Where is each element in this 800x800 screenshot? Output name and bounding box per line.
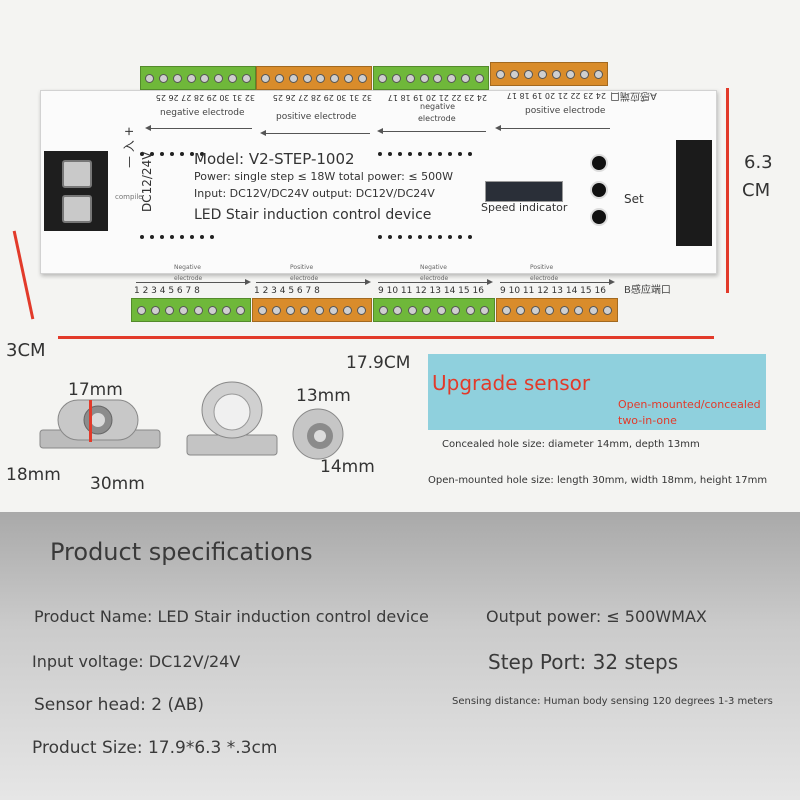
bottom-dots-2 (378, 235, 472, 239)
top-positive-label-d: positive electrode (525, 106, 606, 116)
top-arrow-2 (260, 130, 370, 136)
spec-product-name: Product Name: LED Stair induction contro… (34, 607, 429, 626)
terminal-top-orange-1 (256, 66, 372, 90)
bottom-arrow-4 (500, 279, 615, 285)
spec-sensor-head: Sensor head: 2 (AB) (34, 695, 205, 715)
bottom-arrow-3 (378, 279, 493, 285)
mount-bracket-image (186, 381, 278, 456)
upgrade-sensor-title: Upgrade sensor (432, 371, 591, 395)
terminal-bottom-orange-1 (252, 298, 372, 322)
device-text: LED Stair induction control device (194, 207, 432, 223)
upgrade-sensor-sub1: Open-mounted/concealed (618, 398, 761, 411)
sensor-connector-block (676, 140, 712, 246)
terminal-bottom-green-2 (373, 298, 495, 322)
bottom-electrode-label-1: electrode (174, 275, 203, 282)
concealed-hole-size: Concealed hole size: diameter 14mm, dept… (442, 439, 700, 450)
spec-product-size: Product Size: 17.9*6.3 *.3cm (32, 738, 278, 758)
top-port-numbers-a: 32 31 30 29 28 27 26 25 (155, 93, 255, 102)
compile-label: compile (115, 193, 143, 201)
speed-display (485, 181, 563, 202)
terminal-top-green-2 (373, 66, 489, 90)
power-text: Power: single step ≤ 18W total power: ≤ … (194, 170, 453, 183)
input-polarity-label: — 入 + (122, 126, 136, 168)
top-dots-1 (140, 152, 204, 156)
specs-heading: Product specifications (50, 538, 313, 566)
top-port-numbers-b: 32 31 30 29 28 27 26 25 (272, 93, 372, 102)
open-mount-sensor-image (39, 399, 161, 449)
bottom-port-numbers-d: 9 10 11 12 13 14 15 16 (500, 286, 606, 296)
top-dots-2 (378, 152, 472, 156)
top-arrow-4 (495, 125, 610, 131)
height-unit: CM (742, 180, 771, 201)
specs-area (0, 512, 800, 800)
terminal-top-orange-2 (490, 62, 608, 86)
speed-indicator-label: Speed indicator (481, 201, 568, 214)
top-arrow-1 (145, 125, 252, 131)
io-text: Input: DC12V/DC24V output: DC12V/DC24V (194, 187, 435, 200)
top-port-numbers-d: 24 23 22 21 20 19 18 17 (506, 91, 606, 100)
bottom-negative-label-2: Negative (420, 264, 447, 271)
terminal-top-green-1 (140, 66, 256, 90)
bottom-positive-label-1: Positive (290, 264, 314, 271)
bottom-negative-label-1: Negative (174, 264, 201, 271)
sensor-width-18mm: 18mm (6, 465, 61, 485)
top-negative-label: negative electrode (160, 108, 245, 118)
bottom-port-numbers-a: 1 2 3 4 5 6 7 8 (134, 286, 200, 296)
top-port-numbers-c: 24 23 22 21 20 19 18 17 (387, 93, 487, 102)
bottom-arrow-2 (256, 279, 371, 285)
height-dimension-line (726, 88, 729, 293)
spec-input-voltage: Input voltage: DC12V/24V (32, 652, 241, 671)
top-positive-label: positive electrode (276, 112, 357, 122)
top-negative-label-c2: electrode (418, 114, 456, 123)
a-port-label: A感应端口 (610, 90, 657, 101)
sensor-length-30mm: 30mm (90, 474, 145, 494)
power-screw-top (62, 160, 92, 188)
height-value: 6.3 (744, 152, 773, 173)
input-voltage-vertical: DC12/24V (140, 151, 154, 212)
upgrade-sensor-box (428, 354, 766, 430)
bottom-electrode-label-2: electrode (290, 275, 319, 282)
bottom-electrode-label-4: electrode (530, 275, 559, 282)
bottom-port-numbers-b: 1 2 3 4 5 6 7 8 (254, 286, 320, 296)
sensor-17mm-line (89, 400, 92, 442)
upgrade-sensor-sub2: two-in-one (618, 414, 677, 427)
set-label: Set (624, 192, 644, 206)
length-dimension-line (58, 336, 714, 339)
length-value: 17.9CM (346, 353, 411, 373)
button-middle (590, 181, 608, 199)
sensor-depth-13mm: 13mm (296, 386, 351, 406)
b-port-label: B感应端口 (624, 285, 671, 296)
open-hole-size: Open-mounted hole size: length 30mm, wid… (428, 475, 768, 486)
spec-sensing-distance: Sensing distance: Human body sensing 120… (452, 696, 773, 707)
concealed-sensor-image (292, 408, 344, 460)
spec-output-power: Output power: ≤ 500WMAX (486, 607, 707, 626)
bottom-port-numbers-c: 9 10 11 12 13 14 15 16 (378, 286, 484, 296)
terminal-bottom-orange-2 (496, 298, 618, 322)
bottom-positive-label-2: Positive (530, 264, 554, 271)
sensor-diameter-14mm: 14mm (320, 457, 375, 477)
bottom-arrow-1 (136, 279, 251, 285)
button-top (590, 154, 608, 172)
button-bottom (590, 208, 608, 226)
top-negative-label-c: negative (420, 102, 455, 111)
top-arrow-3 (377, 128, 486, 134)
spec-step-port: Step Port: 32 steps (488, 650, 679, 674)
thickness-value: 3CM (6, 340, 46, 361)
model-text: Model: V2-STEP-1002 (194, 150, 355, 168)
bottom-electrode-label-3: electrode (420, 275, 449, 282)
bottom-dots-1 (140, 235, 214, 239)
power-screw-bottom (62, 195, 92, 223)
terminal-bottom-green-1 (131, 298, 251, 322)
sensor-height-17mm: 17mm (68, 380, 123, 400)
